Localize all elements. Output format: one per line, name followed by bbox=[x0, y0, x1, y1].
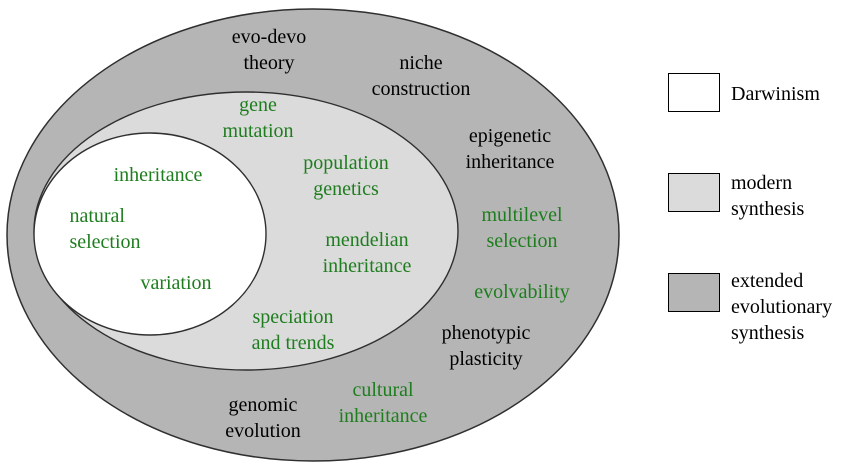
label-phenotypic-plasticity: phenotypic plasticity bbox=[441, 322, 531, 370]
label-evo-devo-theory: evo-devo theory bbox=[231, 26, 307, 74]
label-inheritance: inheritance bbox=[113, 164, 203, 186]
label-mendelian-inheritance: mendelian inheritance bbox=[322, 229, 412, 277]
legend-label-darwinism: Darwinism bbox=[731, 83, 820, 105]
label-natural-selection: natural selection bbox=[69, 205, 141, 253]
label-cultural-inheritance: cultural inheritance bbox=[338, 379, 428, 427]
legend-swatch-darwinism bbox=[668, 73, 720, 112]
darwinism-ellipse bbox=[33, 132, 267, 336]
label-evolvability: evolvability bbox=[474, 281, 570, 303]
label-multilevel-selection: multilevel selection bbox=[481, 204, 563, 252]
label-population-genetics: population genetics bbox=[303, 152, 389, 200]
legend-swatch-extended-synthesis bbox=[668, 273, 720, 312]
label-gene-mutation: gene mutation bbox=[222, 94, 294, 142]
legend-label-modern-synthesis: modern synthesis bbox=[731, 172, 805, 220]
label-niche-construction: niche construction bbox=[371, 52, 471, 100]
legend-label-extended-synthesis: extended evolutionary synthesis bbox=[731, 270, 833, 344]
label-genomic-evolution: genomic evolution bbox=[225, 394, 301, 442]
label-speciation-and-trends: speciation and trends bbox=[251, 306, 335, 354]
label-variation: variation bbox=[140, 272, 212, 294]
label-epigenetic-inheritance: epigenetic inheritance bbox=[465, 125, 555, 173]
legend-swatch-modern-synthesis bbox=[668, 173, 720, 212]
